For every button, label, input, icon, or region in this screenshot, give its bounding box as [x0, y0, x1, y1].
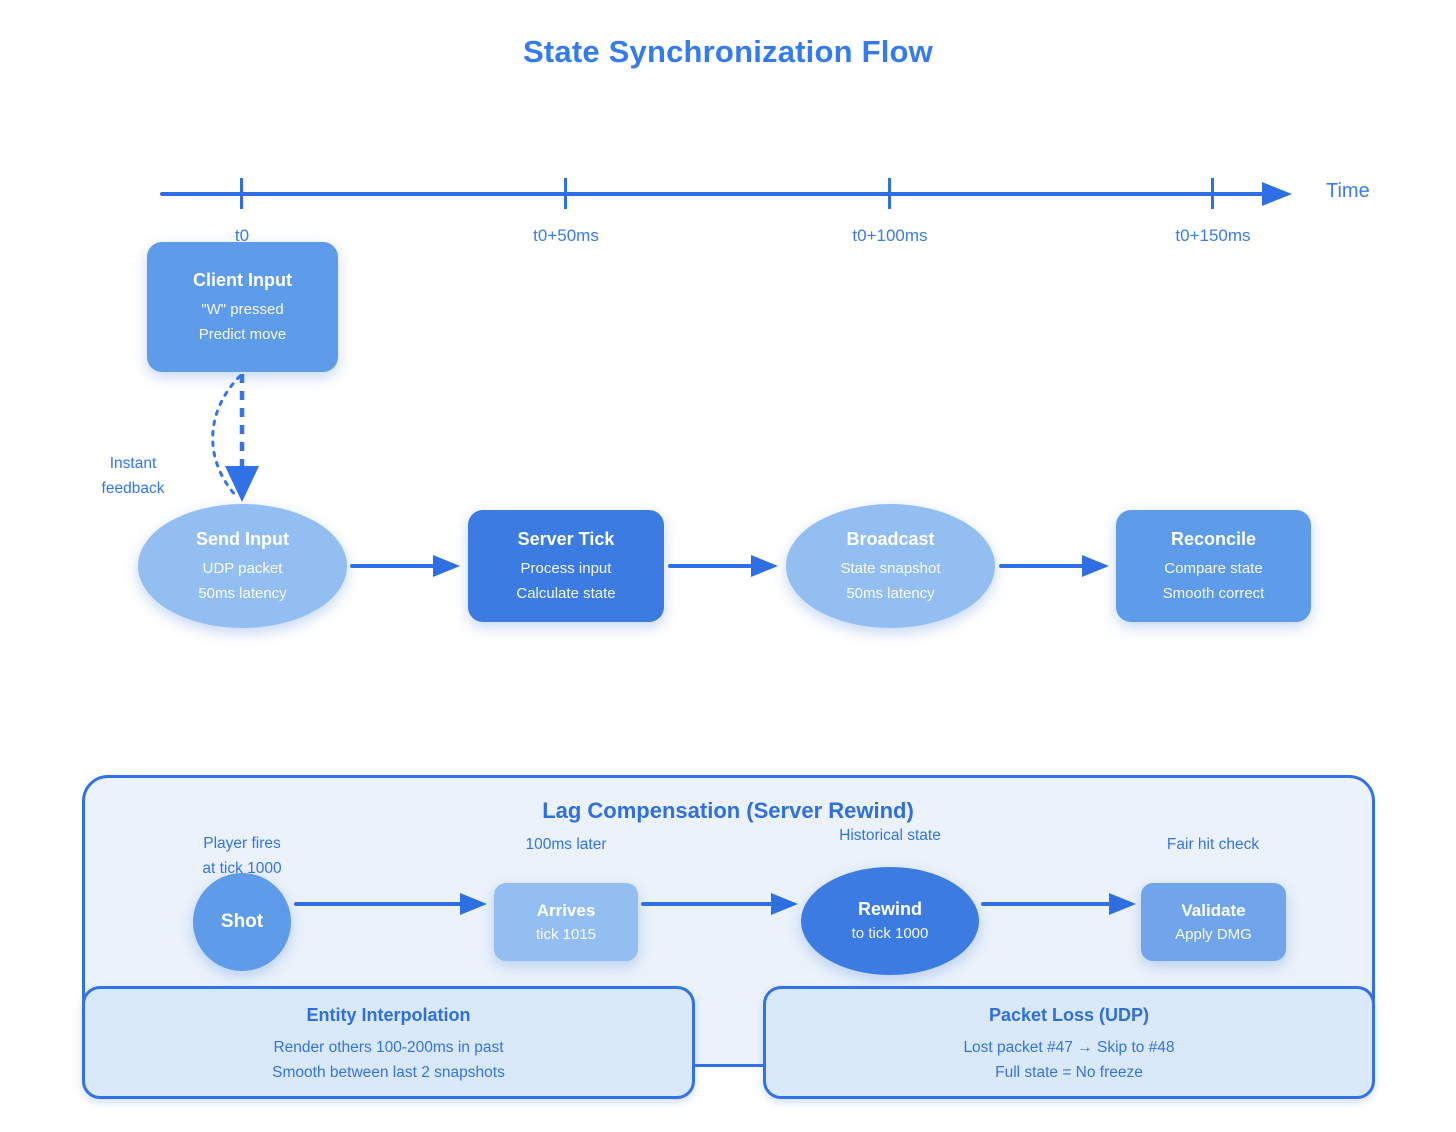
node-validate: Validate Apply DMG [1141, 883, 1286, 961]
node-subtext: to tick 1000 [851, 925, 929, 942]
timeline-tick-t0 [240, 178, 243, 209]
panel-line: Smooth between last 2 snapshots [272, 1064, 505, 1081]
node-subtext: 50ms latency [846, 584, 935, 602]
node-subtext: 50ms latency [198, 584, 287, 602]
timeline-axis-line [160, 192, 1264, 196]
timeline-tick-t0-150 [1211, 178, 1214, 209]
node-shot: Shot [193, 873, 291, 971]
label-100ms-later: 100ms later [525, 836, 607, 853]
label-historical-state: Historical state [839, 827, 941, 844]
node-title: Server Tick [517, 528, 615, 549]
timeline-tick-t0-50 [564, 178, 567, 209]
node-title: Shot [220, 911, 264, 932]
node-title: Reconcile [1170, 528, 1257, 549]
label-line: feedback [101, 480, 165, 497]
panel-title: Entity Interpolation [306, 1005, 471, 1025]
timeline-axis-label: Time [1326, 180, 1370, 202]
node-title: Client Input [193, 269, 292, 290]
timeline-tick-t0-100 [888, 178, 891, 209]
node-subtext: tick 1015 [535, 926, 597, 943]
panel-lag-title: Lag Compensation (Server Rewind) [542, 798, 914, 823]
node-subtext: State snapshot [840, 559, 941, 577]
node-send-input: Send Input UDP packet 50ms latency [138, 504, 347, 628]
node-server-tick: Server Tick Process input Calculate stat… [468, 510, 664, 622]
timeline-tick-label: t0 [234, 226, 250, 245]
node-broadcast: Broadcast State snapshot 50ms latency [786, 504, 995, 628]
node-subtext: Apply DMG [1175, 926, 1252, 943]
page-title: State Synchronization Flow [523, 34, 933, 69]
panel-entity-interpolation: Entity Interpolation Render others 100-2… [82, 986, 695, 1099]
node-title: Validate [1181, 901, 1246, 920]
node-subtext: Compare state [1164, 559, 1263, 577]
node-title: Arrives [536, 901, 596, 920]
label-line: at tick 1000 [202, 860, 282, 877]
node-subtext: Calculate state [516, 584, 616, 602]
node-client-input: Client Input "W" pressed Predict move [147, 242, 338, 372]
label-line: Instant [109, 455, 157, 472]
node-subtext: Smooth correct [1162, 584, 1265, 602]
timeline-arrowhead-icon [1262, 182, 1292, 206]
node-subtext: "W" pressed [201, 300, 284, 318]
node-rewind: Rewind to tick 1000 [801, 867, 979, 975]
node-reconcile: Reconcile Compare state Smooth correct [1116, 510, 1311, 622]
label-fair-hit-check: Fair hit check [1166, 836, 1260, 853]
panel-title: Packet Loss (UDP) [988, 1005, 1150, 1025]
node-title: Broadcast [846, 528, 935, 549]
panel-line: Full state = No freeze [995, 1064, 1143, 1081]
label-player-fires: Player fires at tick 1000 [182, 831, 302, 881]
node-subtext: UDP packet [202, 559, 283, 577]
panel-line: Render others 100-200ms in past [273, 1039, 504, 1056]
label-instant-feedback: Instant feedback [84, 451, 182, 501]
node-title: Send Input [196, 528, 289, 549]
arrow-client-input-to-send-input [211, 374, 259, 502]
timeline-tick-label: t0+50ms [533, 226, 599, 245]
node-subtext: Predict move [198, 325, 287, 343]
node-arrives: Arrives tick 1015 [494, 883, 638, 961]
panel-line: Lost packet #47 → Skip to #48 [963, 1039, 1175, 1056]
label-line: Player fires [203, 835, 281, 852]
node-subtext: Process input [520, 559, 612, 577]
timeline-tick-label: t0+150ms [1175, 226, 1251, 245]
panel-packet-loss: Packet Loss (UDP) Lost packet #47 → Skip… [763, 986, 1375, 1099]
timeline-tick-label: t0+100ms [852, 226, 928, 245]
node-title: Rewind [857, 899, 922, 919]
